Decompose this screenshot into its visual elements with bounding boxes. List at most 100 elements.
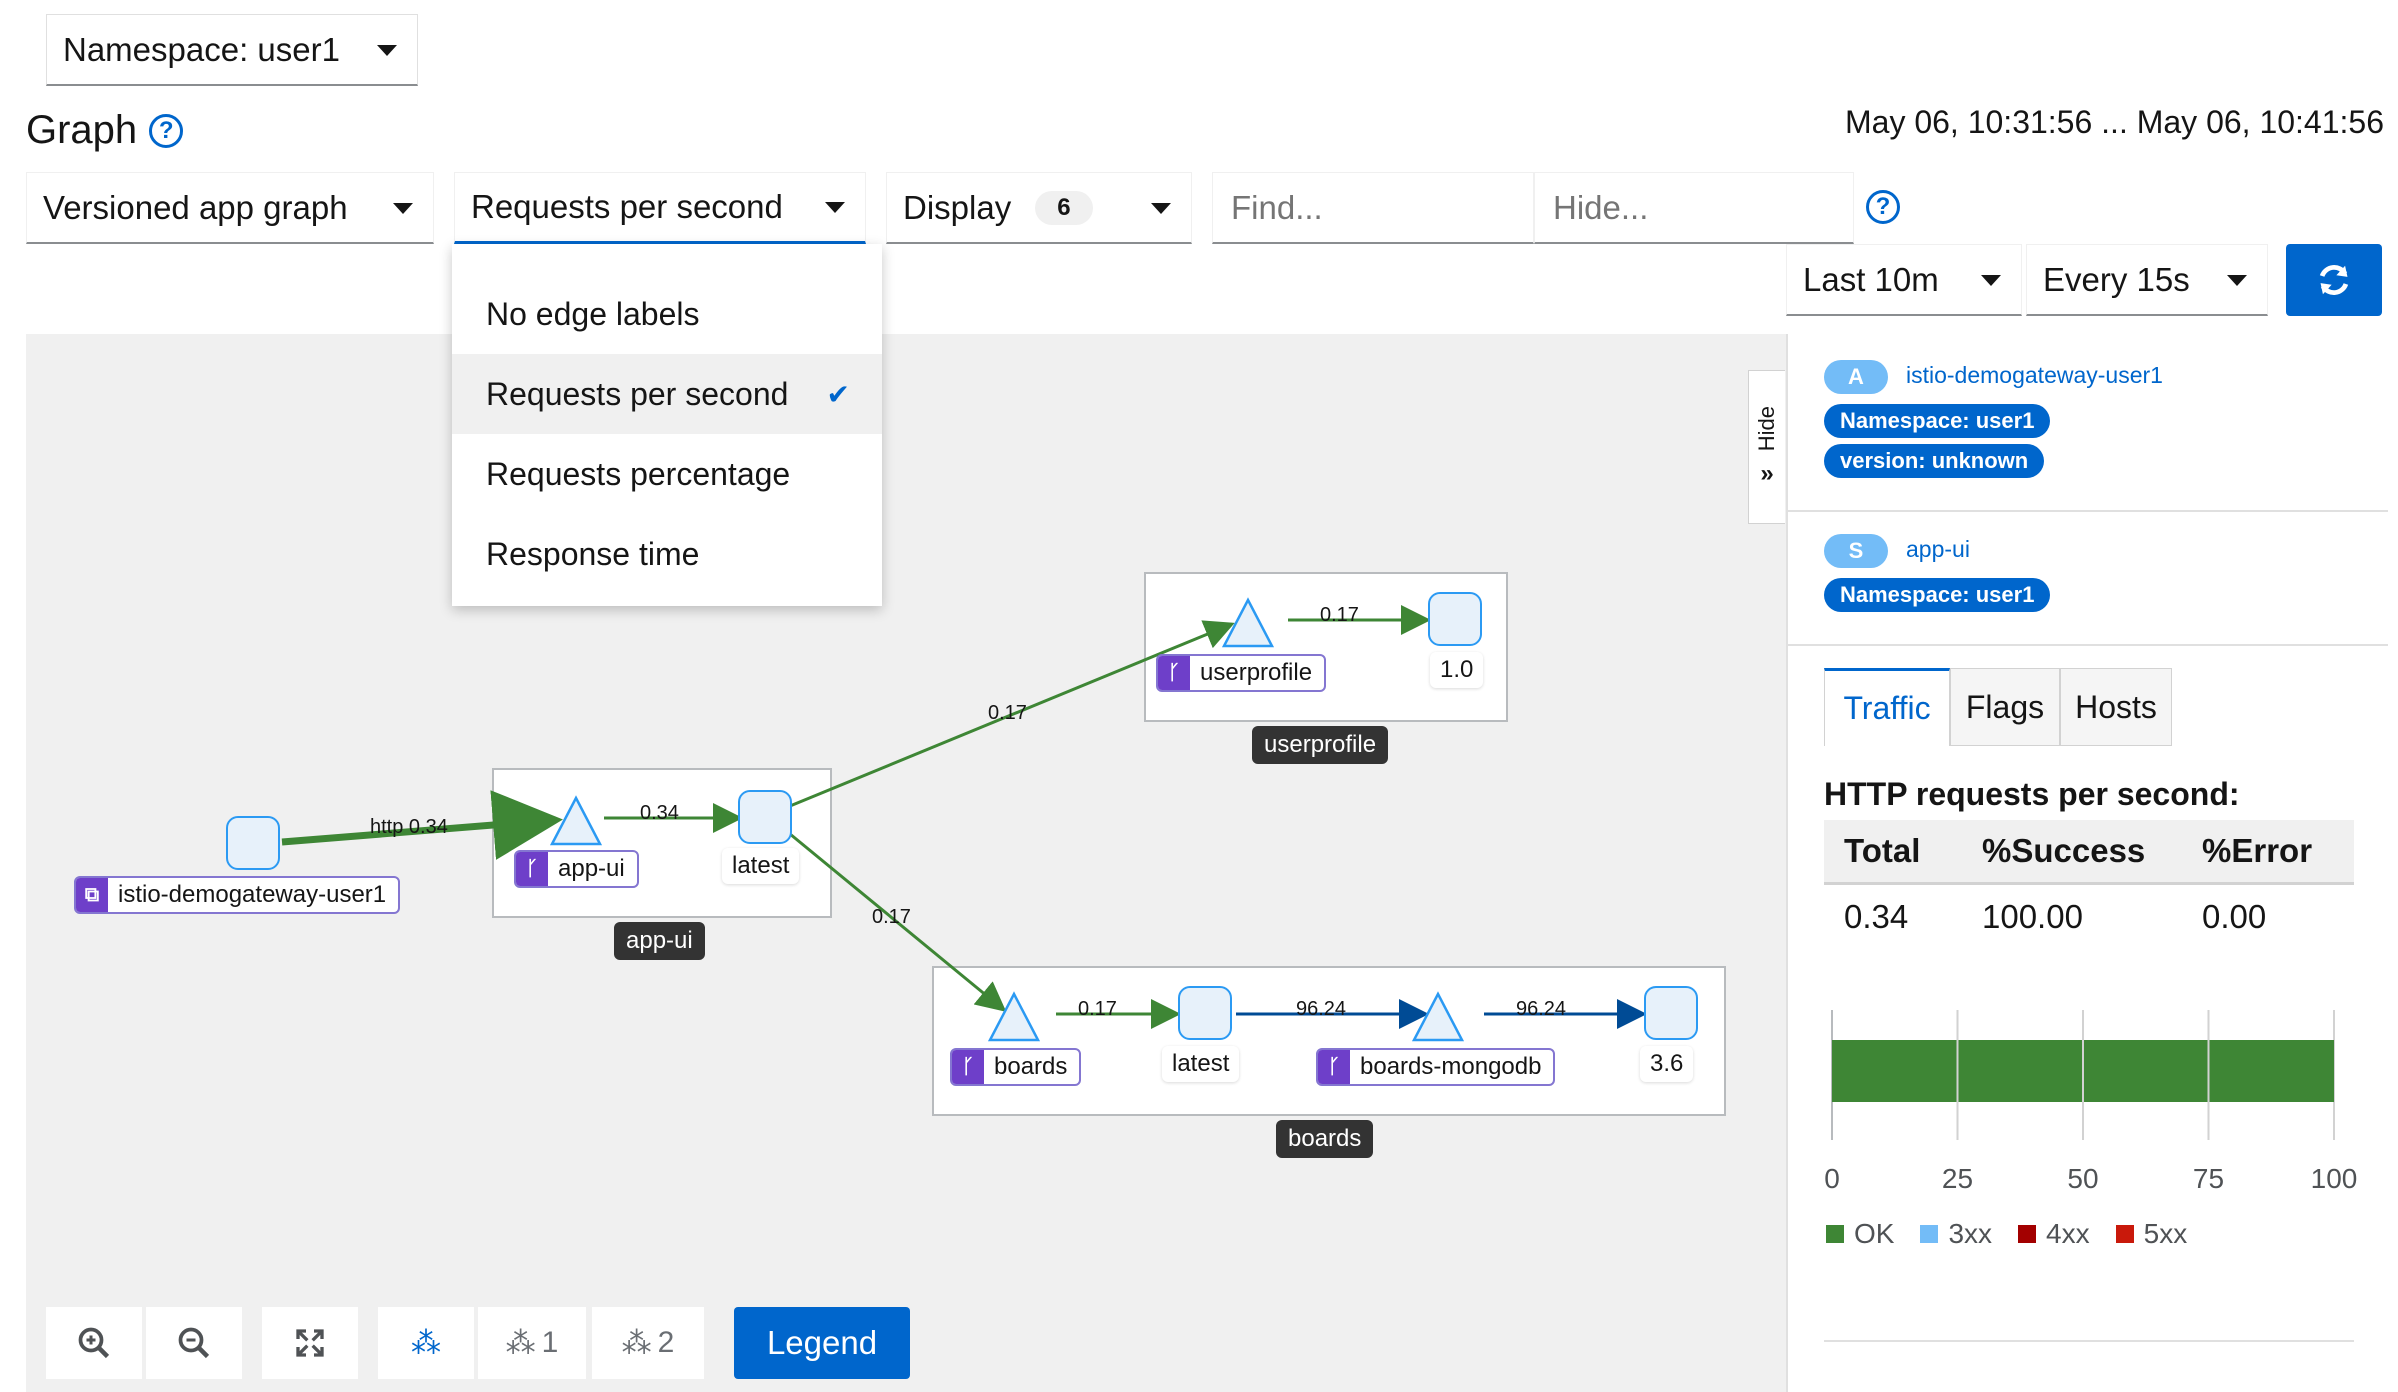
menu-item-label: No edge labels <box>486 295 700 332</box>
boards-latest-node[interactable] <box>1178 986 1232 1040</box>
traffic-table-row: 0.34 100.00 0.00 <box>1824 882 2354 952</box>
refresh-button[interactable] <box>2286 244 2382 316</box>
edge-label-select[interactable]: Requests per second <box>454 172 866 244</box>
edge-label-tcp-2: 96.24 <box>1516 998 1567 1020</box>
mongodb-version-label: 3.6 <box>1640 1046 1694 1082</box>
edge-label-menu: No edge labels Requests per second ✔ Requ… <box>452 244 882 606</box>
legend-button[interactable]: Legend <box>734 1307 910 1379</box>
chart-legend: OK 3xx 4xx 5xx <box>1826 1218 2187 1250</box>
menu-item-no-edge-labels[interactable]: No edge labels <box>452 274 882 354</box>
zoom-in-button[interactable] <box>46 1307 142 1379</box>
edge-gateway-appui <box>281 790 563 860</box>
menu-item-requests-per-second[interactable]: Requests per second ✔ <box>452 354 882 434</box>
gateway-node[interactable] <box>226 816 280 870</box>
target-namespace-badge: Namespace: user1 <box>1824 578 2051 612</box>
userprofile-version-label: 1.0 <box>1430 652 1484 688</box>
layout-default-button[interactable]: ⁂ <box>378 1307 474 1379</box>
divider <box>1824 1340 2354 1342</box>
mongodb-service-label[interactable]: ᚴ boards-mongodb <box>1316 1048 1556 1086</box>
chart-legend-swatch <box>1826 1225 1844 1243</box>
branch-icon: ᚴ <box>1318 1050 1350 1084</box>
find-input[interactable] <box>1212 172 1534 244</box>
find-help-icon[interactable]: ? <box>1866 190 1900 224</box>
hide-label: Hide <box>1754 406 1779 452</box>
graph-type-label: Versioned app graph <box>43 188 348 226</box>
help-icon[interactable]: ? <box>149 113 184 148</box>
layout-1-label: 1 <box>541 1326 559 1359</box>
chart-legend-item: 4xx <box>2018 1218 2090 1250</box>
menu-item-label: Requests percentage <box>486 455 791 492</box>
divider <box>1788 510 2388 512</box>
source-type-badge: A <box>1824 360 1888 394</box>
tab-traffic-label: Traffic <box>1843 690 1931 726</box>
appui-latest-node[interactable] <box>738 790 792 844</box>
layout-2-label: 2 <box>657 1326 675 1359</box>
tab-flags[interactable]: Flags <box>1950 668 2060 746</box>
display-count-badge: 6 <box>1035 190 1093 225</box>
namespace-select[interactable]: Namespace: user1 <box>46 14 418 86</box>
chevron-down-icon <box>2227 274 2247 286</box>
appui-service-label-text: app-ui <box>558 855 625 882</box>
duration-select[interactable]: Last 10m <box>1786 244 2022 316</box>
chart-legend-label: OK <box>1854 1218 1895 1249</box>
menu-item-label: Requests per second <box>486 375 789 412</box>
gateway-label[interactable]: ⧉ istio-demogateway-user1 <box>74 876 401 914</box>
topology-icon: ⁂ <box>505 1326 536 1360</box>
display-label: Display <box>903 188 1012 226</box>
chart-legend-swatch <box>2018 1225 2037 1243</box>
boards-service-label-text: boards <box>994 1053 1068 1080</box>
mongodb-service-label-text: boards-mongodb <box>1360 1053 1542 1080</box>
appui-box-label: app-ui <box>614 922 705 960</box>
mongodb-version-node[interactable] <box>1644 986 1698 1040</box>
userprofile-service-label-text: userprofile <box>1200 659 1313 686</box>
chevron-down-icon <box>825 202 845 213</box>
check-icon: ✔ <box>826 378 850 410</box>
layout-2-button[interactable]: ⁂ 2 <box>592 1307 704 1379</box>
display-select[interactable]: Display 6 <box>886 172 1192 244</box>
chart-legend-label: 3xx <box>1948 1218 1993 1249</box>
page-title-text: Graph <box>26 108 138 152</box>
chart-legend-label: 5xx <box>2143 1218 2188 1249</box>
edge-label-to-boards: 0.17 <box>872 906 911 928</box>
menu-item-requests-percentage[interactable]: Requests percentage <box>452 434 882 514</box>
tab-traffic[interactable]: Traffic <box>1824 668 1950 746</box>
traffic-title: HTTP requests per second: <box>1824 776 2240 812</box>
target-link[interactable]: app-ui <box>1906 536 1970 562</box>
boards-box[interactable] <box>932 966 1726 1116</box>
userprofile-service-node <box>1221 597 1275 648</box>
legend-button-label: Legend <box>766 1324 878 1361</box>
boards-service-label[interactable]: ᚴ boards <box>950 1048 1082 1086</box>
chart-legend-label: 4xx <box>2046 1218 2090 1249</box>
tab-hosts[interactable]: Hosts <box>2060 668 2172 746</box>
fit-to-screen-button[interactable] <box>262 1307 358 1379</box>
source-namespace-badge: Namespace: user1 <box>1824 404 2051 438</box>
time-range: May 06, 10:31:56 ... May 06, 10:41:56 <box>1844 104 2384 140</box>
userprofile-version-node[interactable] <box>1428 592 1482 646</box>
refresh-interval-select[interactable]: Every 15s <box>2026 244 2268 316</box>
userprofile-service-label[interactable]: ᚴ userprofile <box>1156 654 1327 692</box>
layout-1-button[interactable]: ⁂ 1 <box>478 1307 586 1379</box>
value-total: 0.34 <box>1844 898 1909 935</box>
source-link[interactable]: istio-demogateway-user1 <box>1906 362 2163 388</box>
chart-tick-label: 25 <box>1942 1163 1973 1194</box>
value-success: 100.00 <box>1982 898 2083 935</box>
divider <box>1788 644 2388 646</box>
tab-hosts-label: Hosts <box>2075 688 2157 725</box>
chevron-down-icon <box>377 44 397 56</box>
hide-panel-toggle[interactable]: Hide » <box>1748 370 1785 524</box>
edge-label-appui: 0.34 <box>640 802 679 824</box>
refresh-interval-label: Every 15s <box>2043 260 2190 298</box>
edge-label-gateway: http 0.34 <box>370 816 448 838</box>
zoom-out-button[interactable] <box>146 1307 242 1379</box>
menu-item-response-time[interactable]: Response time <box>452 514 882 594</box>
edge-label-userprofile: 0.17 <box>1320 604 1359 626</box>
source-version-badge: version: unknown <box>1824 444 2045 478</box>
duration-label: Last 10m <box>1803 260 1939 298</box>
appui-service-label[interactable]: ᚴ app-ui <box>514 850 639 888</box>
chart-legend-item: 5xx <box>2115 1218 2188 1250</box>
boards-box-label: boards <box>1276 1120 1374 1158</box>
graph-type-select[interactable]: Versioned app graph <box>26 172 434 244</box>
hide-input[interactable] <box>1534 172 1854 244</box>
header-error: %Error <box>2202 832 2313 869</box>
graph-canvas[interactable]: http 0.34 0.34 0.17 0.17 0.17 0.17 96.24… <box>26 334 1786 1392</box>
